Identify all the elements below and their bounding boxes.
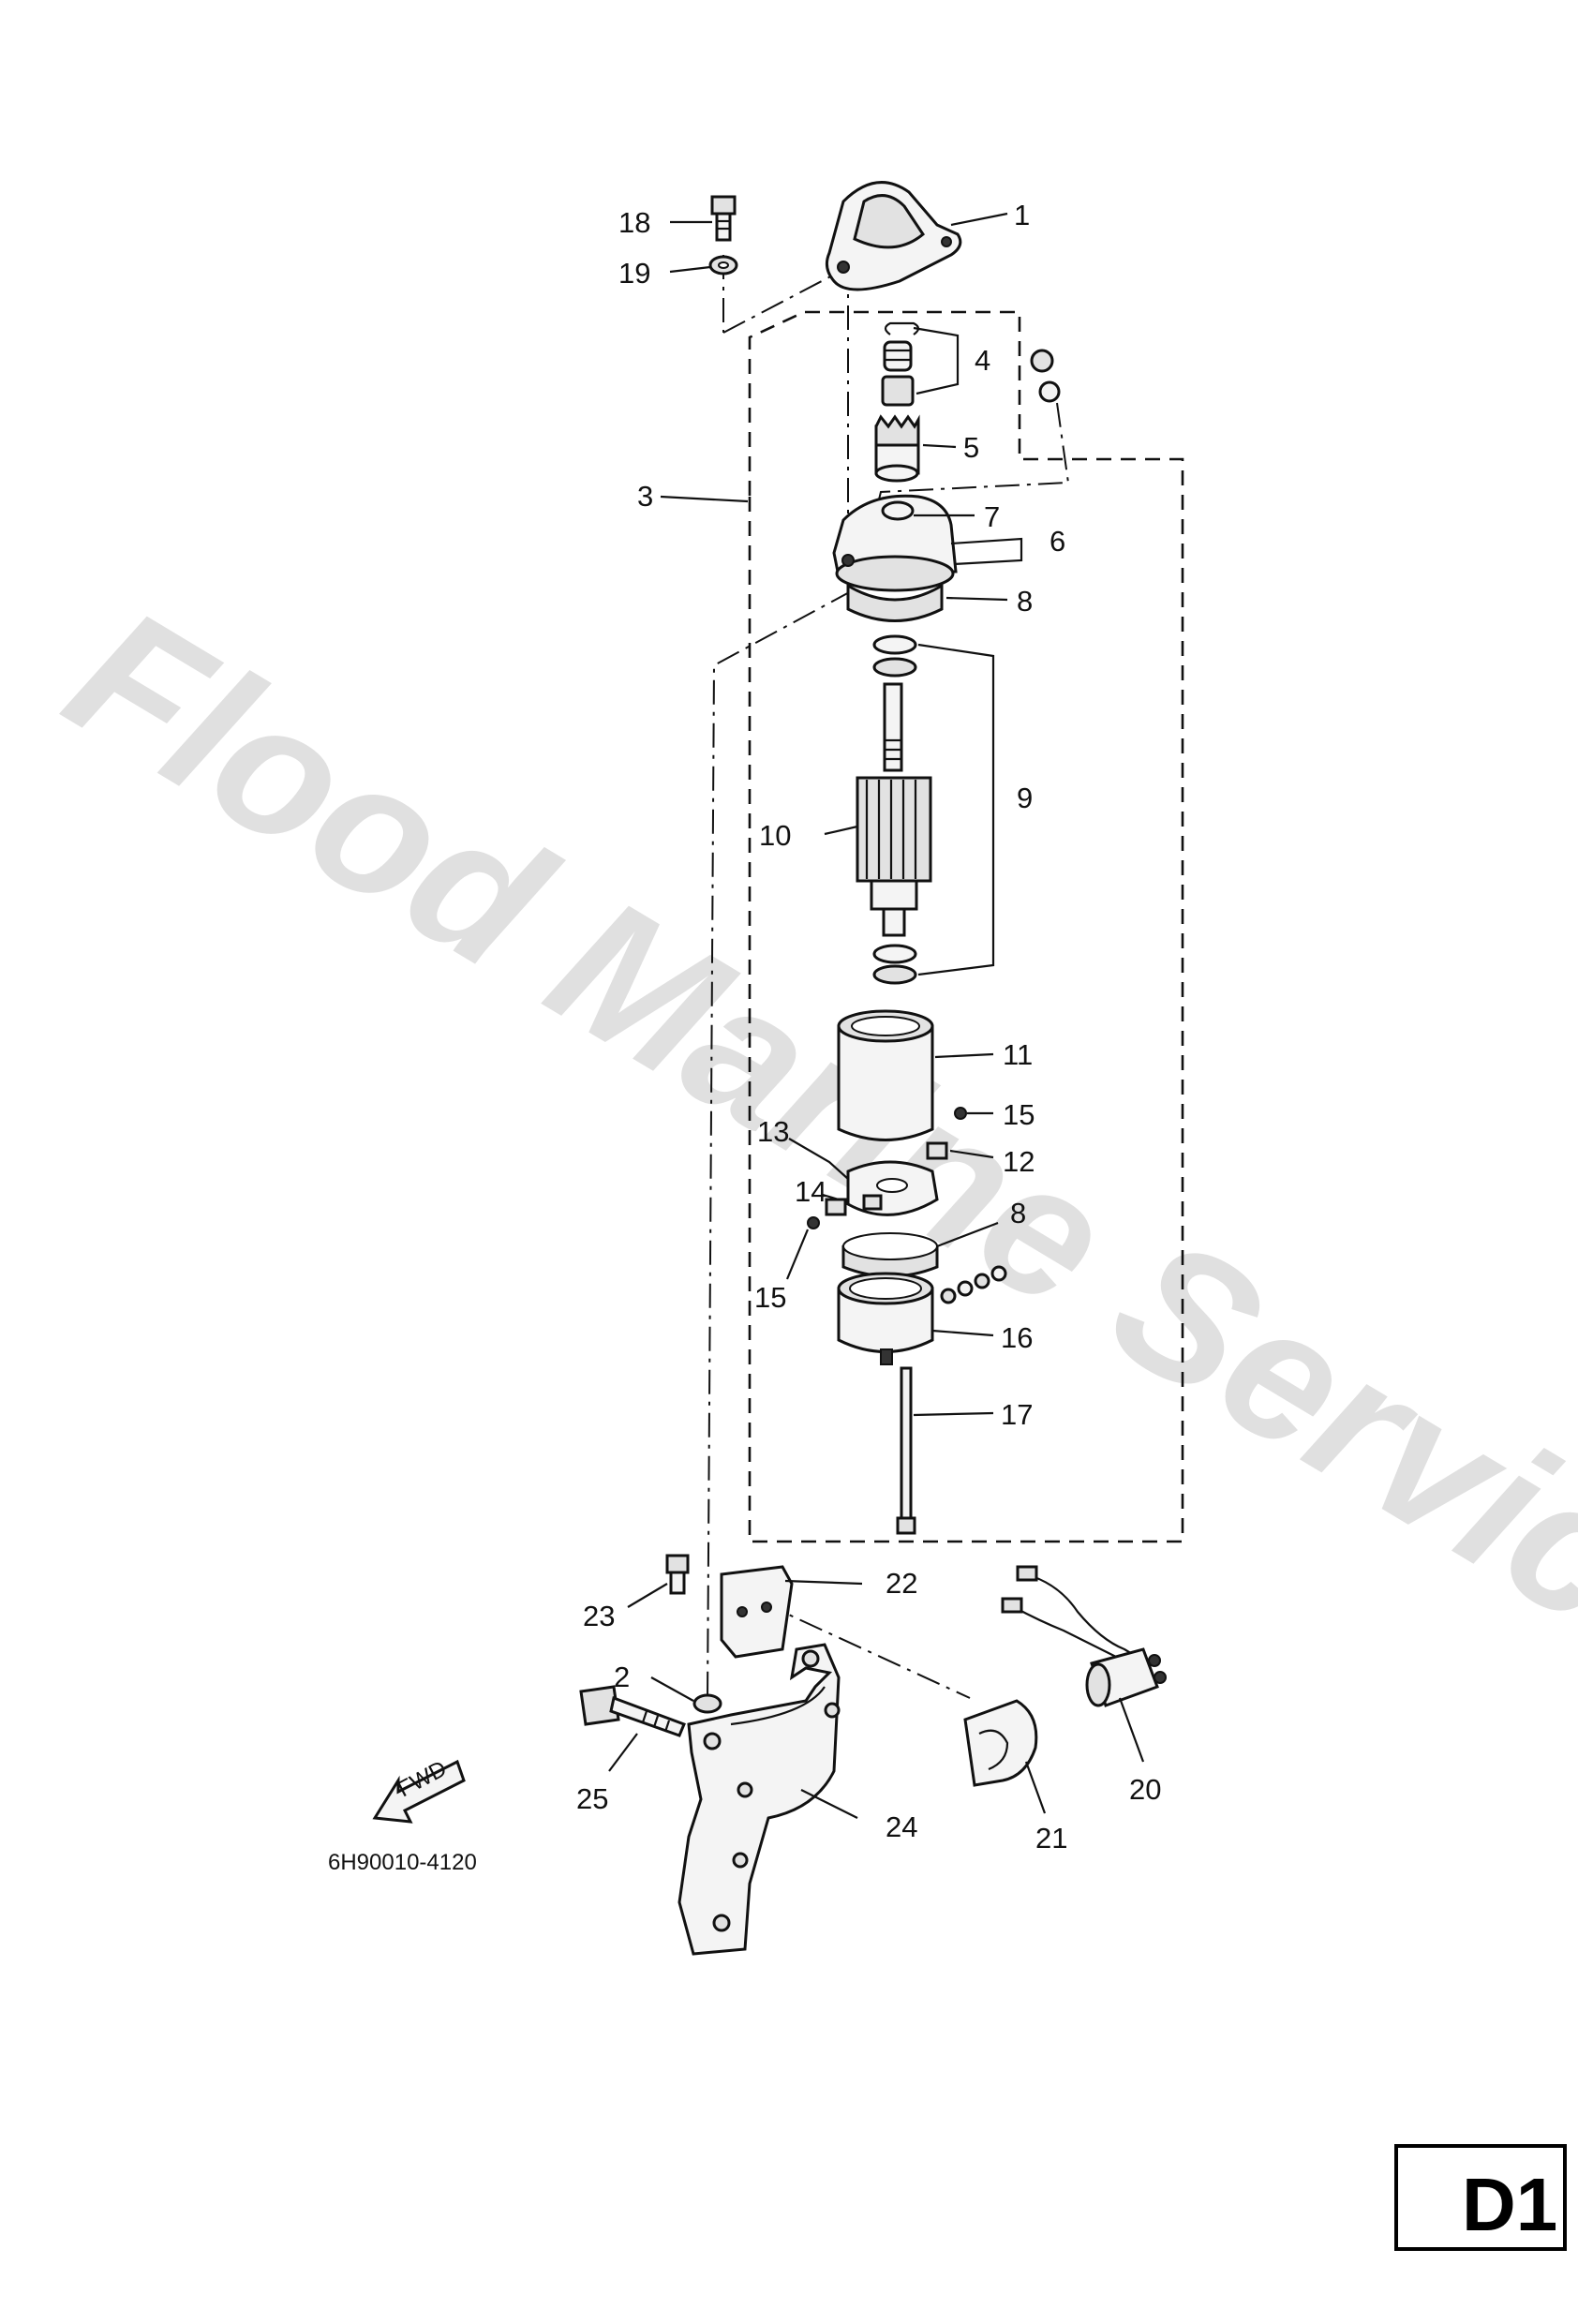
nuts-row	[940, 1265, 1007, 1304]
callout-2: 2	[614, 1661, 630, 1693]
part-16-rear-cover	[837, 1272, 934, 1365]
part-8-oring-top	[846, 583, 944, 622]
callout-16: 16	[1001, 1321, 1033, 1354]
watermark: Flood Marine Services	[36, 568, 1578, 1772]
callout-18: 18	[618, 206, 650, 239]
part-20-starter-relay	[1001, 1565, 1167, 1707]
part-6-front-bracket	[832, 494, 958, 592]
callout-15-upper: 15	[1003, 1098, 1035, 1131]
callout-8-top: 8	[1017, 585, 1033, 618]
callout-15-lower: 15	[754, 1281, 786, 1314]
part-17-through-bolt	[896, 1366, 916, 1535]
callout-24: 24	[886, 1810, 917, 1843]
part-12-brush	[926, 1141, 948, 1160]
part-9-washers-bottom	[872, 944, 917, 985]
callout-25: 25	[576, 1782, 608, 1815]
part-2-nut	[692, 1693, 722, 1714]
callout-21: 21	[1035, 1822, 1067, 1855]
callout-19: 19	[618, 257, 650, 290]
callout-1: 1	[1014, 199, 1030, 231]
leader-lines	[608, 212, 1145, 1819]
part-19-washer	[708, 255, 738, 276]
callout-11: 11	[1003, 1038, 1033, 1071]
callout-5: 5	[963, 431, 979, 464]
part-14-brush	[825, 1198, 847, 1216]
assembly-boundary	[748, 310, 1184, 1543]
part-15-screws	[807, 1107, 967, 1229]
fwd-arrow-icon: FWD	[372, 1756, 466, 1824]
callout-20: 20	[1129, 1773, 1161, 1806]
part-18-bolt	[710, 195, 737, 242]
callout-4: 4	[975, 344, 990, 377]
part-5-pinion	[874, 414, 920, 483]
part-10-armature	[856, 682, 932, 937]
callout-7: 7	[984, 500, 1000, 533]
callout-17: 17	[1001, 1398, 1033, 1431]
callout-12: 12	[1003, 1145, 1035, 1178]
page-code-box: D1	[1394, 2144, 1567, 2251]
callout-14: 14	[795, 1175, 826, 1208]
callout-6: 6	[1050, 525, 1065, 558]
part-24-mounting-bracket	[677, 1643, 841, 1956]
part-13-brush-holder	[846, 1160, 939, 1216]
part-23-bolt	[665, 1554, 690, 1595]
part-22-bracket	[720, 1565, 794, 1659]
callout-10: 10	[759, 819, 791, 852]
drawing-code: 6H90010-4120	[328, 1850, 477, 1875]
part-9-washers-top	[872, 634, 917, 678]
callout-22: 22	[886, 1567, 917, 1600]
part-21-relay-holder	[963, 1699, 1038, 1787]
part-25-bolt	[579, 1685, 686, 1737]
part-4-clip-set	[881, 321, 920, 407]
nuts-top-right	[1030, 349, 1061, 403]
part-11-yoke	[837, 1009, 934, 1141]
callout-23: 23	[583, 1600, 615, 1632]
callout-13: 13	[757, 1115, 789, 1148]
callout-9: 9	[1017, 782, 1033, 814]
part-1-cover	[825, 181, 962, 291]
leader-chain-8	[707, 589, 854, 1702]
page-code: D1	[1462, 2163, 1557, 2246]
callout-8-lower: 8	[1010, 1197, 1026, 1229]
part-8-oring-lower	[841, 1232, 939, 1278]
callout-3: 3	[637, 480, 653, 513]
leader-chain-1	[722, 261, 858, 334]
